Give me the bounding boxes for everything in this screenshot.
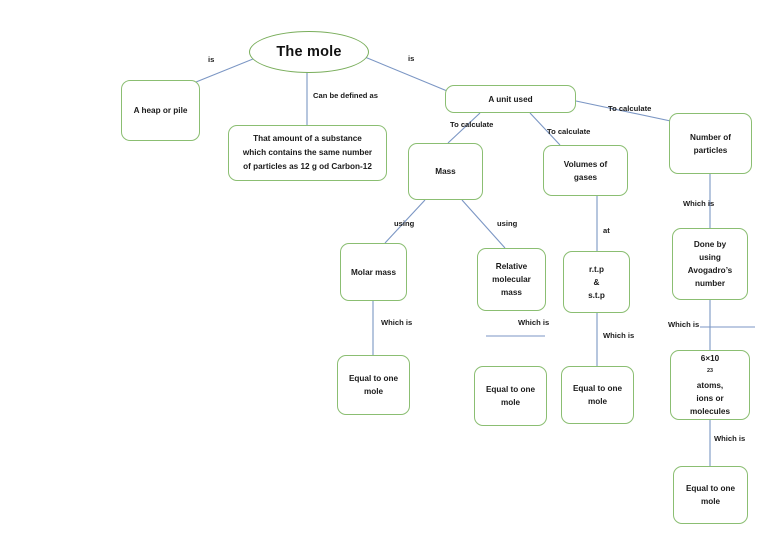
edge-label-which-is-relative: Which is — [518, 318, 550, 327]
edge-label-to-calculate-particles: To calculate — [608, 104, 652, 113]
node-equal-to-one-mole-3-line2: mole — [587, 397, 608, 406]
edge-label-at-rtp: at — [603, 226, 610, 235]
node-rtp-stp[interactable]: r.t.p & s.t.p — [563, 251, 630, 313]
node-equal-to-one-mole-3-line1: Equal to one — [572, 384, 623, 393]
node-a-unit-used-label: A unit used — [488, 94, 533, 104]
node-equal-to-one-mole-4[interactable]: Equal to one mole — [673, 466, 748, 524]
edge-root-to-unit — [359, 54, 453, 94]
node-avogadro-value-exponent: 23 — [706, 367, 713, 374]
node-equal-to-one-mole-1-line2: mole — [363, 387, 384, 396]
edge-label-which-is-avogadro: Which is — [668, 320, 700, 329]
node-avogadro-value-line1: 6×10 23 atoms, — [697, 352, 723, 393]
node-avogadro[interactable]: Done by using Avogadro’s number — [672, 228, 748, 300]
edge-label-to-calculate-gases: To calculate — [547, 127, 591, 136]
node-rtp-stp-line2: & — [593, 277, 600, 287]
edge-mass-to-relative — [461, 199, 506, 249]
node-equal-to-one-mole-1[interactable]: Equal to one mole — [337, 355, 410, 415]
node-molar-mass[interactable]: Molar mass — [340, 243, 407, 301]
node-relative-molecular-mass-line2: molecular — [492, 275, 531, 284]
node-relative-molecular-mass-line3: mass — [501, 288, 522, 297]
edge-unit-to-particles — [575, 100, 681, 124]
edge-label-which-is-molar: Which is — [381, 318, 413, 327]
node-equal-to-one-mole-3[interactable]: Equal to one mole — [561, 366, 634, 424]
node-number-of-particles-line2: particles — [693, 145, 728, 155]
node-equal-to-one-mole-2-line2: mole — [500, 398, 521, 407]
node-definition[interactable]: That amount of a substance which contain… — [228, 125, 387, 181]
edge-label-can-be-defined-as: Can be defined as — [313, 91, 378, 100]
node-equal-to-one-mole-4-line2: mole — [700, 497, 721, 506]
node-relative-molecular-mass-line1: Relative — [495, 262, 528, 271]
node-volumes-of-gases-line1: Volumes of — [563, 159, 608, 169]
node-definition-line3: of particles as 12 g od Carbon-12 — [243, 162, 372, 171]
node-rtp-stp-line3: s.t.p — [588, 290, 605, 300]
edge-label-which-is-rtp: Which is — [603, 331, 635, 340]
node-number-of-particles-line1: Number of — [690, 132, 731, 142]
node-definition-line1: That amount of a substance — [253, 134, 362, 143]
edge-root-to-heap — [195, 56, 259, 83]
node-number-of-particles[interactable]: Number of particles — [669, 113, 752, 174]
node-avogadro-line4: number — [694, 279, 726, 288]
edge-unit-to-gases — [529, 112, 561, 146]
edge-mass-to-molar — [384, 199, 426, 244]
root-node-the-mole[interactable]: The mole — [249, 31, 369, 73]
node-equal-to-one-mole-2[interactable]: Equal to one mole — [474, 366, 547, 426]
edge-label-using-relative: using — [497, 219, 518, 228]
node-avogadro-value-line2: ions or — [696, 394, 724, 404]
node-avogadro-value-coefficient: 6×10 — [700, 353, 720, 363]
node-avogadro-value-unit: atoms, — [696, 381, 724, 391]
node-equal-to-one-mole-2-line1: Equal to one — [485, 385, 536, 394]
node-definition-line2: which contains the same number — [242, 148, 373, 157]
root-node-label: The mole — [276, 44, 342, 60]
node-relative-molecular-mass[interactable]: Relative molecular mass — [477, 248, 546, 311]
edge-label-which-is-value: Which is — [714, 434, 746, 443]
node-avogadro-line2: using — [699, 253, 721, 262]
node-a-heap-or-pile[interactable]: A heap or pile — [121, 80, 200, 141]
node-avogadro-value[interactable]: 6×10 23 atoms, ions or molecules — [670, 350, 750, 420]
node-avogadro-value-line3: molecules — [689, 407, 731, 417]
node-a-heap-or-pile-label: A heap or pile — [133, 106, 188, 115]
edge-label-which-is-particles: Which is — [683, 199, 715, 208]
node-rtp-stp-line1: r.t.p — [588, 264, 604, 274]
node-a-unit-used[interactable]: A unit used — [445, 85, 576, 113]
node-avogadro-line3: Avogadro’s — [687, 266, 733, 275]
node-avogadro-line1: Done by — [693, 240, 727, 249]
edge-unit-to-mass — [447, 112, 481, 144]
node-equal-to-one-mole-4-line1: Equal to one — [685, 484, 736, 493]
node-mass-label: Mass — [435, 167, 456, 176]
node-mass[interactable]: Mass — [408, 143, 483, 200]
edge-label-to-calculate-mass: To calculate — [450, 120, 494, 129]
edge-label-is-left: is — [208, 55, 215, 64]
node-volumes-of-gases-line2: gases — [573, 172, 598, 182]
node-molar-mass-label: Molar mass — [350, 267, 397, 277]
edge-label-using-molar: using — [394, 219, 415, 228]
node-volumes-of-gases[interactable]: Volumes of gases — [543, 145, 628, 196]
node-equal-to-one-mole-1-line1: Equal to one — [348, 374, 399, 383]
edge-label-is-right: is — [408, 54, 415, 63]
